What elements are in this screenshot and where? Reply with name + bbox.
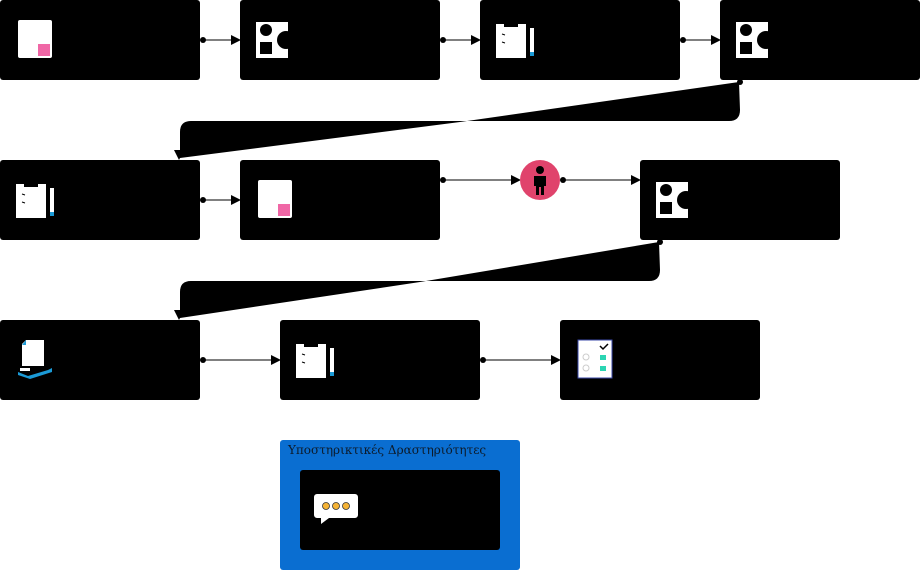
shapes-icon (736, 22, 775, 58)
person-icon (534, 166, 546, 195)
process-step-3[interactable] (480, 0, 680, 80)
process-step-5[interactable] (0, 160, 200, 240)
hand-document-icon (18, 340, 52, 379)
support-activities-group: Υποστηρικτικές Δραστηριότητες (280, 440, 520, 570)
process-step-7[interactable] (640, 160, 840, 240)
return-band-1 (180, 82, 740, 158)
group-title: Υποστηρικτικές Δραστηριότητες (288, 443, 487, 457)
process-step-1[interactable] (0, 0, 200, 80)
connector-arrowhead (174, 150, 184, 160)
support-step-1[interactable] (300, 470, 500, 550)
document-icon (18, 20, 52, 58)
process-step-4[interactable] (720, 0, 920, 80)
row1-connectors (200, 35, 721, 45)
row3-connectors (200, 355, 561, 365)
connector-arrowhead (174, 310, 184, 320)
clipboard-pencil-icon (16, 181, 54, 218)
process-step-2[interactable] (240, 0, 440, 80)
chat-bubble-icon (314, 494, 358, 524)
connector-dot (657, 239, 663, 245)
shapes-icon (656, 182, 695, 218)
document-icon (258, 180, 292, 218)
clipboard-pencil-icon (296, 341, 334, 378)
shapes-icon (256, 22, 295, 58)
person-event[interactable] (520, 160, 560, 200)
return-band-2 (180, 242, 660, 318)
clipboard-pencil-icon (496, 21, 534, 58)
process-step-9[interactable] (280, 320, 480, 400)
process-step-6[interactable] (240, 160, 440, 240)
connector-dot (737, 79, 743, 85)
row2-connectors (200, 175, 641, 205)
process-step-8[interactable] (0, 320, 200, 400)
process-step-10[interactable] (560, 320, 760, 400)
checklist-icon (577, 339, 613, 379)
